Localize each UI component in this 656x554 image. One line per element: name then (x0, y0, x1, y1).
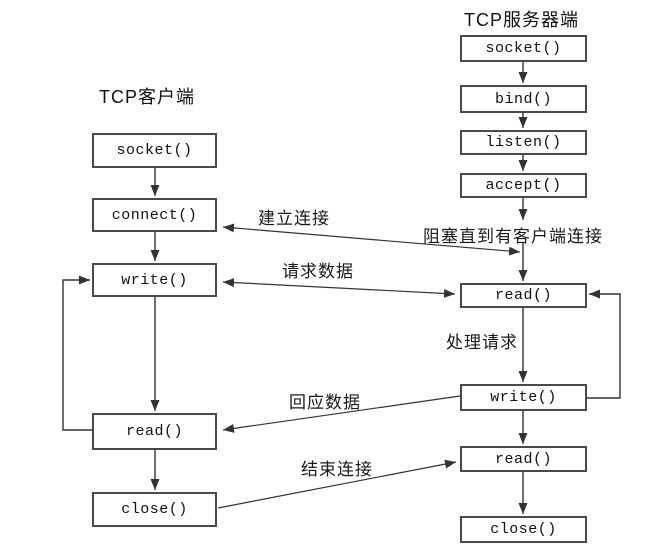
establish-connection-label: 建立连接 (258, 209, 330, 228)
client-connect-box: connect() (92, 198, 217, 232)
response-data-label: 回应数据 (289, 393, 361, 412)
server-socket-box: socket() (460, 35, 587, 62)
client-read-box: read() (92, 413, 217, 450)
server-close-box: close() (460, 516, 587, 543)
server-read2-box: read() (460, 446, 587, 472)
request-data-label: 请求数据 (282, 262, 354, 281)
server-write-box: write() (460, 384, 587, 411)
arrow-server-write-loop-to-read1 (587, 289, 621, 399)
server-read1-box: read() (460, 283, 587, 308)
server-accept-box: accept() (460, 173, 587, 198)
arrow-response-data (222, 395, 461, 433)
end-connection-label: 结束连接 (301, 460, 373, 479)
server-bind-box: bind() (460, 85, 587, 113)
block-until-client-label: 阻塞直到有客户端连接 (423, 227, 603, 246)
process-request-label: 处理请求 (446, 333, 518, 352)
client-write-box: write() (92, 263, 217, 297)
arrow-client-read-loop-to-write (62, 275, 92, 431)
arrow-end-connection (217, 459, 457, 509)
server-listen-box: listen() (460, 130, 587, 155)
client-socket-box: socket() (92, 133, 217, 168)
client-close-box: close() (92, 492, 217, 527)
arrow-establish-connection (222, 223, 521, 256)
server-title: TCP服务器端 (464, 10, 579, 30)
client-title: TCP客户端 (99, 87, 195, 107)
arrow-request-data (222, 278, 456, 298)
